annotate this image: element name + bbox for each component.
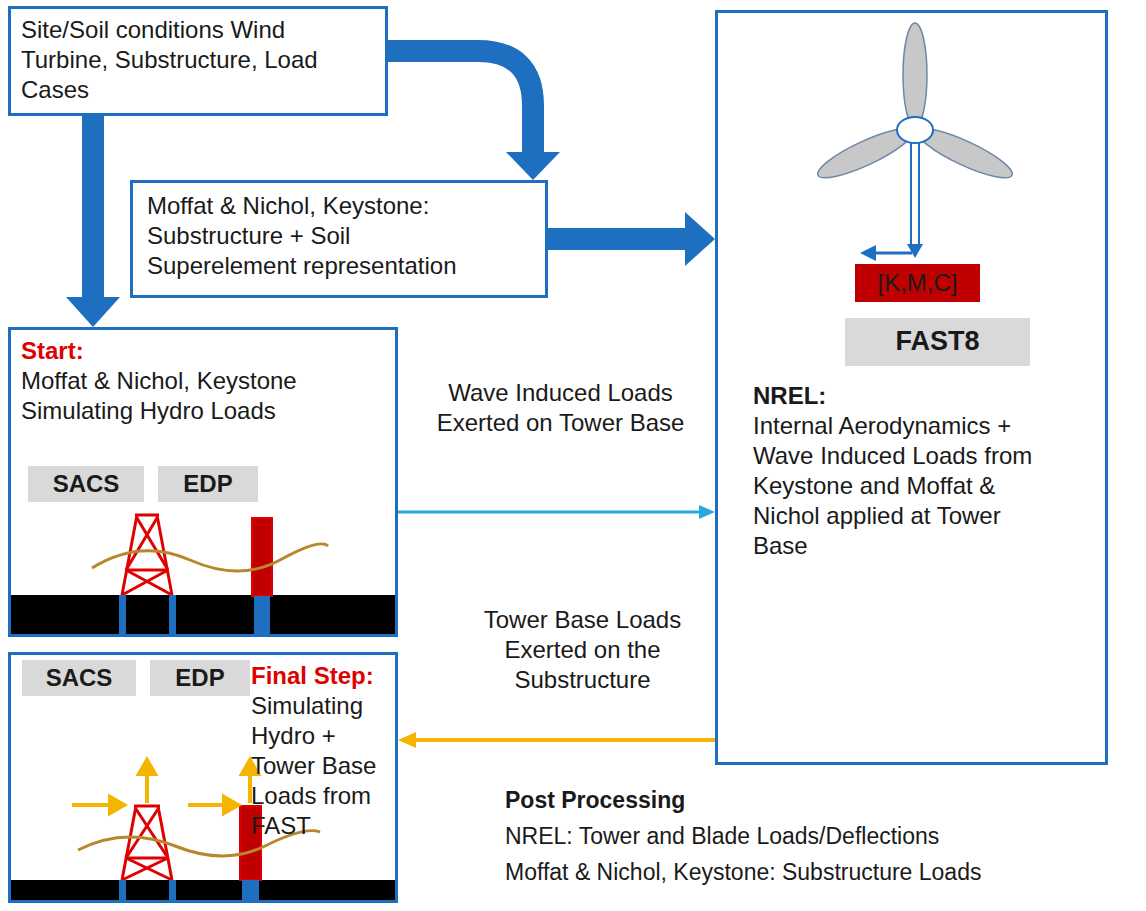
arrow-line: [415, 738, 715, 742]
matrix-box: [K,M,C]: [855, 264, 980, 302]
arrow-head: [66, 297, 120, 327]
box-text: Internal Aerodynamics + Wave Induced Loa…: [753, 411, 1043, 561]
wave: [92, 544, 328, 571]
connector: [398, 732, 715, 748]
pile: [119, 595, 126, 635]
arrow-head: [685, 212, 715, 266]
monopile: [252, 518, 272, 596]
pile: [119, 880, 126, 901]
note-text: Moffat & Nichol, Keystone: Substructure …: [505, 858, 981, 887]
seabed: [10, 880, 396, 901]
monopile-embedded: [242, 880, 259, 901]
box-text: SACS: [46, 663, 113, 693]
input-box: Site/Soil conditions Wind Turbine, Subst…: [8, 6, 388, 116]
section-heading: Post Processing: [505, 786, 685, 815]
arrow-line: [388, 51, 533, 153]
box-text: FAST8: [895, 325, 979, 359]
arrow-line: [82, 116, 104, 298]
fast-box: NREL:Internal Aerodynamics + Wave Induce…: [715, 10, 1108, 765]
pile: [169, 595, 176, 635]
note-text: NREL: Tower and Blade Loads/Deflections: [505, 822, 939, 851]
arrow-head: [398, 732, 416, 748]
start-illustration: [10, 515, 396, 635]
load-arrows: [72, 760, 258, 813]
jacket-structure: [122, 515, 172, 595]
software-tag: SACS: [22, 660, 136, 696]
superelement-box: Moffat & Nichol, Keystone: Substructure …: [130, 180, 548, 298]
edge-label: Tower Base Loads Exerted on the Substruc…: [450, 605, 715, 695]
connector: [398, 505, 715, 519]
final-box: Final Step:Simulating Hydro + Tower Base…: [8, 652, 398, 903]
software-tag: EDP: [150, 660, 250, 696]
arrow-head: [699, 505, 715, 519]
box-text: EDP: [183, 469, 232, 499]
monopile-embedded: [254, 596, 270, 635]
seabed: [10, 595, 396, 635]
box-text: Site/Soil conditions Wind Turbine, Subst…: [21, 15, 375, 105]
box-text: [K,M,C]: [877, 268, 957, 298]
pile: [169, 880, 176, 901]
software-tag: EDP: [158, 466, 258, 502]
box-text: SACS: [53, 469, 120, 499]
box-heading: NREL:: [753, 381, 1043, 411]
arrow-line: [398, 511, 700, 514]
box-heading: Final Step:: [251, 661, 391, 691]
box-text: Moffat & Nichol, Keystone: Substructure …: [147, 191, 485, 281]
software-tag: FAST8: [845, 318, 1030, 366]
connector: [548, 212, 715, 266]
box-text: Simulating Hydro + Tower Base Loads from…: [251, 691, 391, 841]
final-illustration: [10, 760, 396, 901]
connector: [66, 116, 120, 327]
wind-turbine: [813, 23, 1017, 261]
box-heading: Start:: [21, 336, 385, 366]
arrow-head: [506, 152, 560, 180]
software-tag: SACS: [28, 466, 144, 502]
box-text: EDP: [175, 663, 224, 693]
arrow-line: [548, 228, 686, 250]
edge-label: Wave Induced Loads Exerted on Tower Base: [408, 378, 713, 438]
connector: [388, 51, 560, 180]
start-box: Start:Moffat & Nichol, Keystone Simulati…: [8, 327, 398, 637]
box-text: Moffat & Nichol, Keystone Simulating Hyd…: [21, 366, 385, 426]
